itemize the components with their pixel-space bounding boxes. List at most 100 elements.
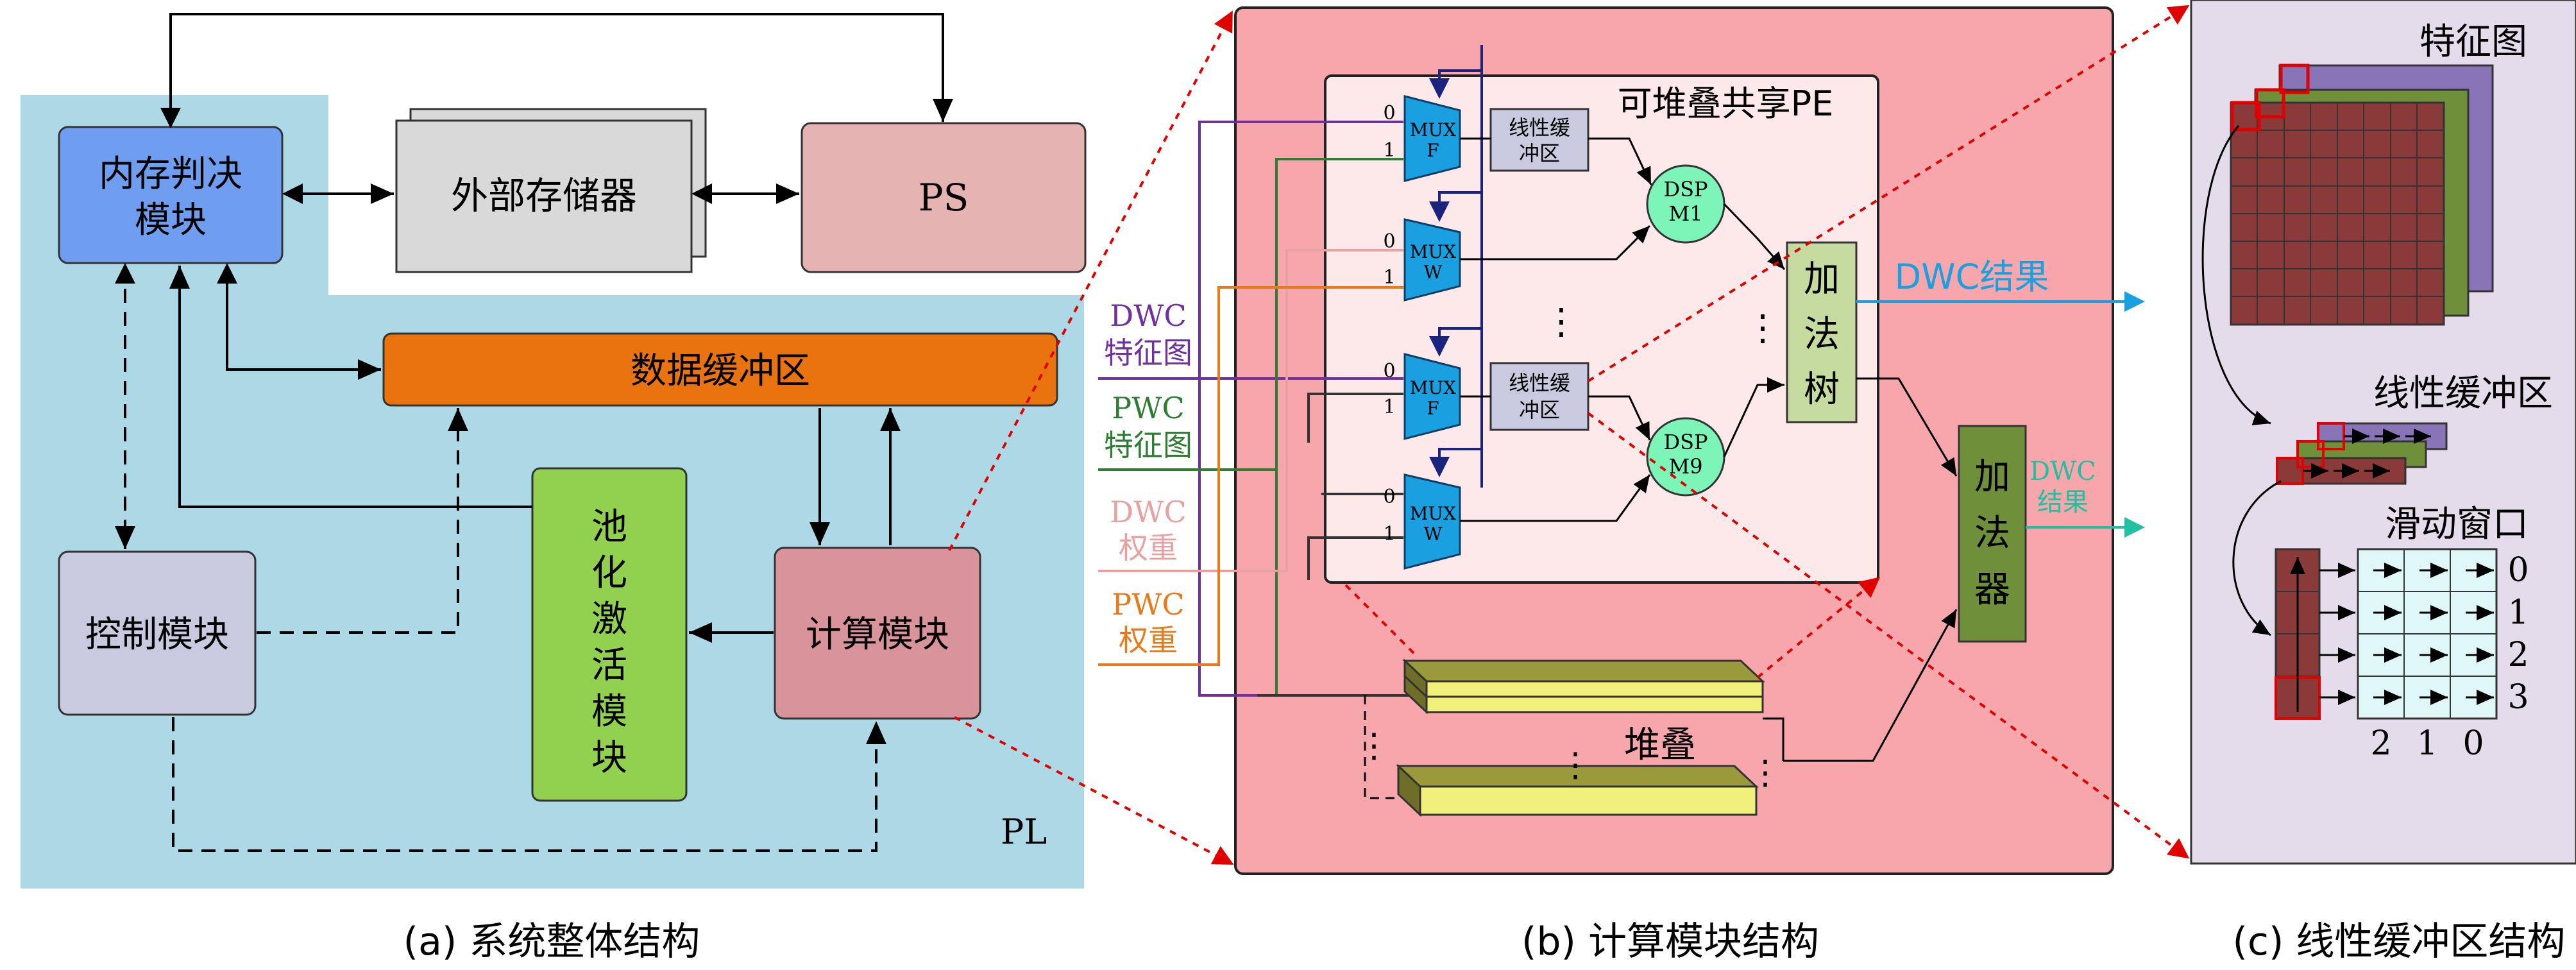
sliding-window-grid [2275,548,2498,720]
pool-activation-char-4: 活 [591,645,627,686]
compute-label: 计算模块 [806,614,949,656]
stacked-pe-top [1402,658,1765,715]
svg-text:线性缓: 线性缓 [1509,115,1570,140]
dsp-ellipsis: ⋮ [1543,301,1579,343]
panel-a-arrows [115,13,953,852]
compute-box [774,547,981,720]
external-memory-box [395,119,693,273]
caption-b: (b) 计算模块结构 [1521,919,1819,964]
input-pwc-weight-1: PWC [1112,587,1184,622]
input-pwc-feature-2: 特征图 [1104,428,1192,463]
svg-text:器: 器 [1974,569,2010,611]
zoom-lines-pe-stack [1344,577,1881,679]
pool-activation-char-1: 池 [591,506,627,548]
svg-text:1: 1 [1383,139,1395,162]
stackable-pe-box [1324,74,1879,584]
stacked-pe-bottom [1396,763,1759,817]
caption-a: (a) 系统整体结构 [403,919,700,964]
row-label-3: 3 [2507,678,2529,717]
mux-w-1: MUX W 0 1 [1383,218,1461,302]
svg-text:0: 0 [1383,360,1395,382]
panel-a: PL 外部存储器 PS 内存判决 模块 数据缓冲区 控制模块 池 化 激 活 模… [21,13,1087,964]
dsp-m9: DSP M9 [1646,417,1725,497]
input-pwc-feature-1: PWC [1112,391,1184,425]
svg-text:M1: M1 [1668,201,1702,226]
zoom-lines-a-b [948,10,1234,865]
svg-text:DSP: DSP [1663,177,1707,201]
pool-activation-char-3: 激 [591,599,627,640]
pool-activation-box [531,467,688,802]
pool-activation-char-5: 模 [591,691,627,733]
dsp-m1: DSP M1 [1646,164,1725,244]
pool-activation-char-6: 块 [591,737,627,779]
svg-text:冲区: 冲区 [1519,141,1560,166]
stack-ellipsis-1: ⋮ [1559,746,1592,785]
input-pwc-weight-2: 权重 [1119,623,1178,658]
pwc-result-label-2: 结果 [2037,488,2089,517]
feature-map-stack [2230,64,2494,326]
line-buffer-1: 线性缓 冲区 [1489,108,1589,172]
zoom-lines-b-c [1587,4,2190,859]
memory-judge-label-1: 内存判决 [99,153,242,195]
feature-to-buffer-arrow [2201,125,2271,425]
mux-f-2: MUX F 0 1 [1383,353,1461,440]
col-label-0: 0 [2462,724,2484,763]
svg-text:加: 加 [1974,456,2010,498]
memory-judge-box [58,126,284,264]
svg-text:W: W [1424,262,1443,283]
external-memory-label: 外部存储器 [451,174,637,217]
data-buffer-label: 数据缓冲区 [631,350,810,392]
adder-tree-ellipsis: ⋮ [1745,307,1781,349]
pe-internal-wires [1460,137,1958,522]
pool-activation-char-2: 化 [591,552,627,594]
buffer-to-window-arrow [2232,480,2282,636]
svg-text:W: W [1424,523,1443,545]
row-label-0: 0 [2507,551,2529,590]
pwc-result-label-1: DWC [2029,457,2096,486]
stack-wires [1364,609,1958,799]
svg-text:1: 1 [1383,396,1395,418]
svg-text:加: 加 [1804,259,1840,300]
row-label-2: 2 [2507,636,2529,674]
control-box [58,550,257,716]
mux-select-lines [1429,45,1483,488]
memory-judge-label-2: 模块 [135,200,207,241]
svg-text:0: 0 [1383,486,1395,508]
line-buffer-label: 线性缓冲区 [2373,373,2553,414]
svg-text:1: 1 [1383,523,1395,545]
svg-text:MUX: MUX [1410,503,1456,524]
dwc-result-label: DWC结果 [1895,257,2049,297]
svg-text:MUX: MUX [1410,119,1456,140]
svg-text:MUX: MUX [1410,241,1456,262]
input-wires [1098,121,1419,697]
svg-text:法: 法 [1974,513,2010,554]
stack-label: 堆叠 [1624,724,1696,766]
feature-map-label: 特征图 [2419,21,2527,63]
mux-w-2: MUX W 0 1 [1383,473,1461,570]
svg-text:DSP: DSP [1663,430,1707,454]
svg-text:冲区: 冲区 [1519,398,1560,422]
input-dwc-weight-2: 权重 [1119,531,1178,565]
input-dwc-feature-1: DWC [1110,298,1186,333]
svg-text:0: 0 [1383,102,1395,124]
ps-label: PS [919,176,969,219]
pe-title: 可堆叠共享PE [1618,83,1834,124]
svg-text:法: 法 [1804,314,1840,355]
pl-label: PL [1001,812,1047,852]
input-dwc-feature-2: 特征图 [1104,336,1192,370]
col-label-2: 2 [2370,724,2391,763]
panel-c: 特征图 线性缓冲区 [1587,0,2576,964]
svg-text:线性缓: 线性缓 [1509,371,1570,395]
data-buffer-box [382,332,1058,407]
row-label-1: 1 [2507,593,2529,632]
sliding-window-label: 滑动窗口 [2385,504,2529,545]
panel-b: 可堆叠共享PE DWC 特征图 PWC 特征图 DWC 权重 PWC 权重 [948,6,2145,964]
mux-f-1: MUX F 0 1 [1383,95,1461,182]
caption-c: (c) 线性缓冲区结构 [2233,919,2566,964]
svg-text:1: 1 [1383,266,1395,289]
adder-tree: 加 法 树 [1786,241,1858,423]
control-label: 控制模块 [85,614,229,656]
col-label-1: 1 [2416,724,2437,763]
line-buffer-rows [2276,422,2448,485]
